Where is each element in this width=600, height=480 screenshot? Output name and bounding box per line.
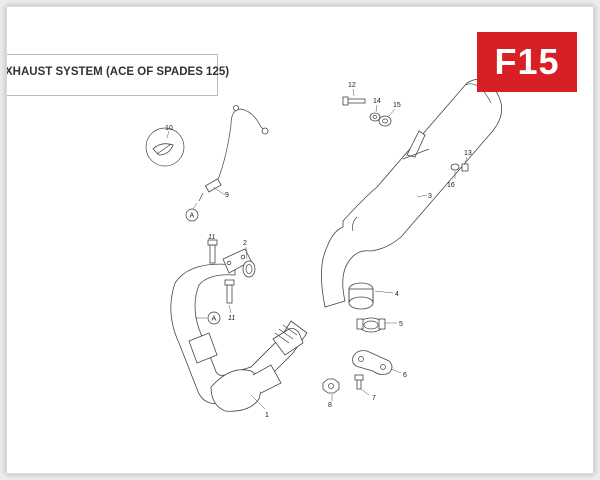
exploded-parts-diagram: 1 2 3 4 5 6 7 8 9 10 11 11 12 13 14 15 1…: [145, 78, 503, 419]
callout-8: 8: [328, 402, 332, 409]
leader-12: [352, 88, 355, 97]
callout-11-upper: 11: [208, 234, 215, 241]
ref-label-a-pipe: A: [212, 316, 217, 323]
callout-1: 1: [265, 412, 269, 419]
callout-16: 16: [447, 182, 455, 189]
ref-circle-a-pipe: [207, 311, 221, 325]
leader-7: [360, 388, 370, 396]
callout-4: 4: [395, 291, 399, 298]
nut-part-8: [322, 378, 340, 394]
bolt-part-11-lower: [224, 279, 235, 304]
gasket-part-4: [348, 282, 374, 310]
bolt-part-7: [354, 374, 364, 390]
callout-5: 5: [399, 321, 403, 328]
leader-10: [166, 130, 170, 139]
leader-3: [416, 194, 428, 198]
washer-part-16: [450, 163, 460, 171]
gasket-part-2: [242, 260, 256, 278]
callout-15: 15: [393, 102, 401, 109]
leader-1: [250, 394, 266, 410]
ref-label-a-sensor: A: [190, 213, 195, 220]
bolt-part-12: [342, 96, 366, 106]
bushing-part-15: [378, 115, 392, 127]
callout-2: 2: [243, 240, 247, 247]
nut-part-13: [461, 163, 469, 172]
bolt-part-11-upper: [207, 239, 218, 264]
leader-14: [375, 104, 378, 113]
leader-11-lower: [228, 304, 232, 314]
bracket-part-6: [352, 350, 393, 375]
callout-11-lower: 11: [228, 315, 235, 322]
diagram-sheet: 1 2 3 4 5 6 7 8 9 10 11 11 12 13 14 15 1…: [6, 6, 594, 474]
callout-6: 6: [403, 372, 407, 379]
muffler-part-3: [321, 78, 503, 308]
leader-4: [374, 290, 394, 294]
callout-9: 9: [225, 192, 229, 199]
leader-a-sensor: [192, 202, 198, 210]
section-badge: F15: [477, 32, 577, 92]
title-box: XHAUST SYSTEM (ACE OF SPADES 125): [7, 54, 229, 96]
callout-7: 7: [372, 395, 376, 402]
callout-12: 12: [348, 82, 356, 89]
leader-6: [390, 368, 402, 374]
clamp-part-5: [356, 317, 386, 333]
page-title: XHAUST SYSTEM (ACE OF SPADES 125): [6, 66, 230, 78]
callout-10: 10: [165, 125, 173, 132]
callout-3: 3: [428, 193, 432, 200]
callout-14: 14: [373, 98, 381, 105]
oxygen-sensor-part-9: [198, 105, 269, 202]
leader-15: [388, 108, 396, 117]
leader-13: [464, 156, 468, 164]
callout-13: 13: [464, 150, 472, 157]
ref-circle-a-sensor: [185, 208, 199, 222]
header-pipe-part-1: [170, 263, 308, 412]
leader-9: [212, 186, 226, 196]
clip-part-10: [145, 127, 185, 167]
washer-part-14: [369, 112, 381, 122]
leader-2: [245, 246, 248, 260]
